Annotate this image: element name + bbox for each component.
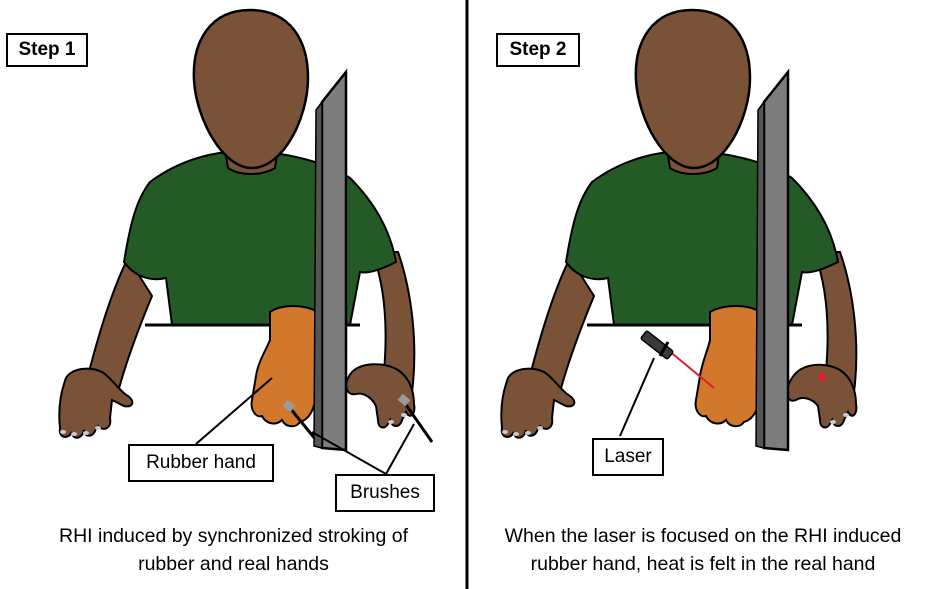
brushes-callout: Brushes — [335, 474, 435, 512]
real-right-hand-2 — [786, 363, 858, 429]
laser-pointer-line — [619, 357, 655, 437]
panel-2-caption: When the laser is focused on the RHI ind… — [474, 522, 932, 578]
real-right-hand — [345, 363, 416, 429]
panel-2-caption-line-1: When the laser is focused on the RHI ind… — [504, 525, 902, 547]
brush-left-icon — [288, 407, 318, 441]
panel-2-illustration — [500, 8, 858, 452]
rubber-hand-pointer — [195, 377, 273, 445]
panel-1-caption-line-1: RHI induced by synchronized stroking of — [58, 525, 408, 547]
brush-right-icon — [402, 401, 434, 443]
participant-figure — [80, 8, 416, 394]
occluding-screen — [320, 68, 348, 452]
step-2-label: Step 2 — [496, 33, 580, 67]
laser-pointer-icon — [640, 330, 674, 360]
participant-figure-2 — [522, 8, 858, 394]
brushes-pointer-right — [385, 423, 415, 475]
panel-1-illustration — [58, 8, 434, 475]
step-1-label: Step 1 — [6, 33, 88, 67]
laser-beam — [667, 349, 715, 389]
panel-2-caption-line-2: rubber hand, heat is felt in the real ha… — [530, 553, 876, 575]
rubber-hand-callout: Rubber hand — [128, 444, 274, 482]
heat-spot — [818, 373, 826, 381]
laser-callout: Laser — [592, 438, 664, 476]
occluding-screen-2 — [762, 68, 790, 452]
panel-1-caption: RHI induced by synchronized stroking of … — [6, 522, 461, 578]
panel-1-caption-line-2: rubber and real hands — [138, 553, 329, 575]
brushes-pointer-left — [311, 431, 387, 475]
